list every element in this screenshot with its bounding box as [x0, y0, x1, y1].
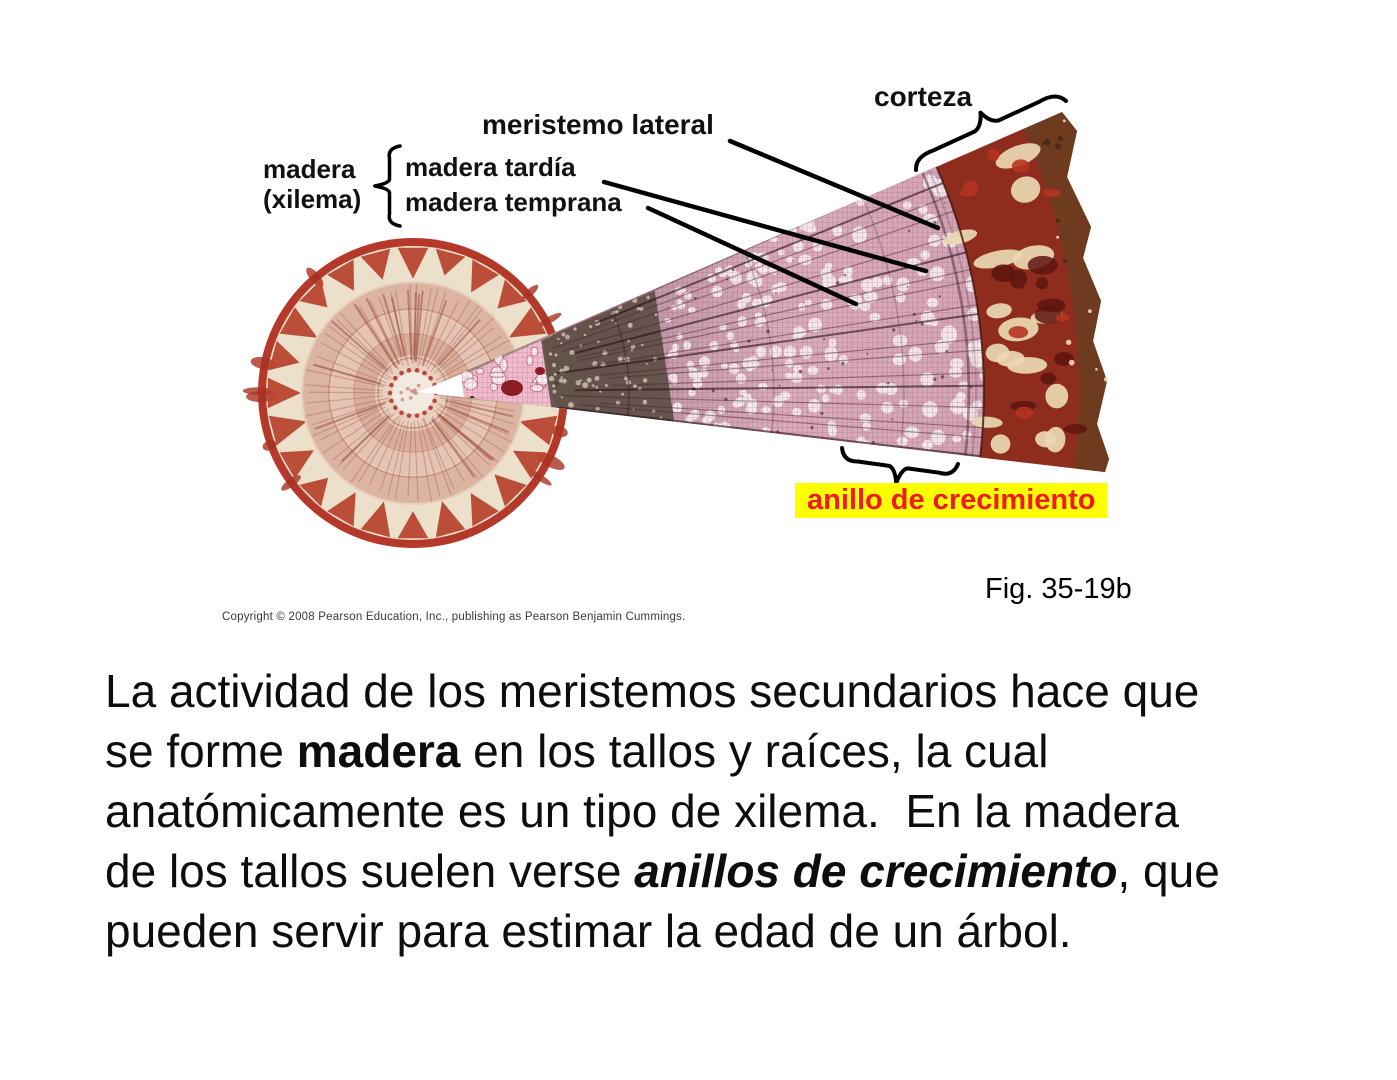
label-madera-temprana: madera temprana: [405, 187, 622, 217]
paragraph-line: de los tallos suelen verse anillos de cr…: [105, 845, 1220, 897]
label-xilema: (xilema): [263, 184, 362, 214]
figure-reference: Fig. 35-19b: [985, 573, 1132, 605]
paragraph-line: pueden servir para estimar la edad de un…: [105, 905, 1072, 957]
copyright-notice: Copyright © 2008 Pearson Education, Inc.…: [222, 611, 686, 623]
leader-line-madera-temprana: [645, 205, 859, 307]
micrograph-illustration: [242, 94, 1121, 548]
figure-annotations: [373, 94, 1068, 485]
paragraph-line: La actividad de los meristemos secundari…: [105, 665, 1200, 717]
brace-corteza: [913, 94, 1068, 172]
label-anillo-de-crecimiento: anillo de crecimiento: [795, 483, 1108, 518]
body-text: La actividad de los meristemos secundari…: [105, 661, 1355, 961]
brace-anillo-de-crecimiento: [840, 446, 960, 485]
magnified-wedge-section: [461, 112, 1121, 472]
brace-madera-xilema: [373, 144, 402, 228]
paragraph-line: anatómicamente es un tipo de xilema. En …: [105, 785, 1179, 837]
label-meristemo-lateral: meristemo lateral: [482, 109, 714, 140]
leader-line-madera-tardia: [601, 179, 929, 274]
label-madera: madera: [263, 154, 356, 184]
paragraph-line: se forme madera en los tallos y raíces, …: [105, 725, 1049, 777]
leader-line-meristemo-lateral: [727, 138, 941, 231]
label-corteza: corteza: [874, 81, 973, 112]
label-madera-tardia: madera tardía: [405, 152, 576, 182]
figure-area: corteza meristemo lateral madera (xilema…: [222, 81, 1132, 623]
